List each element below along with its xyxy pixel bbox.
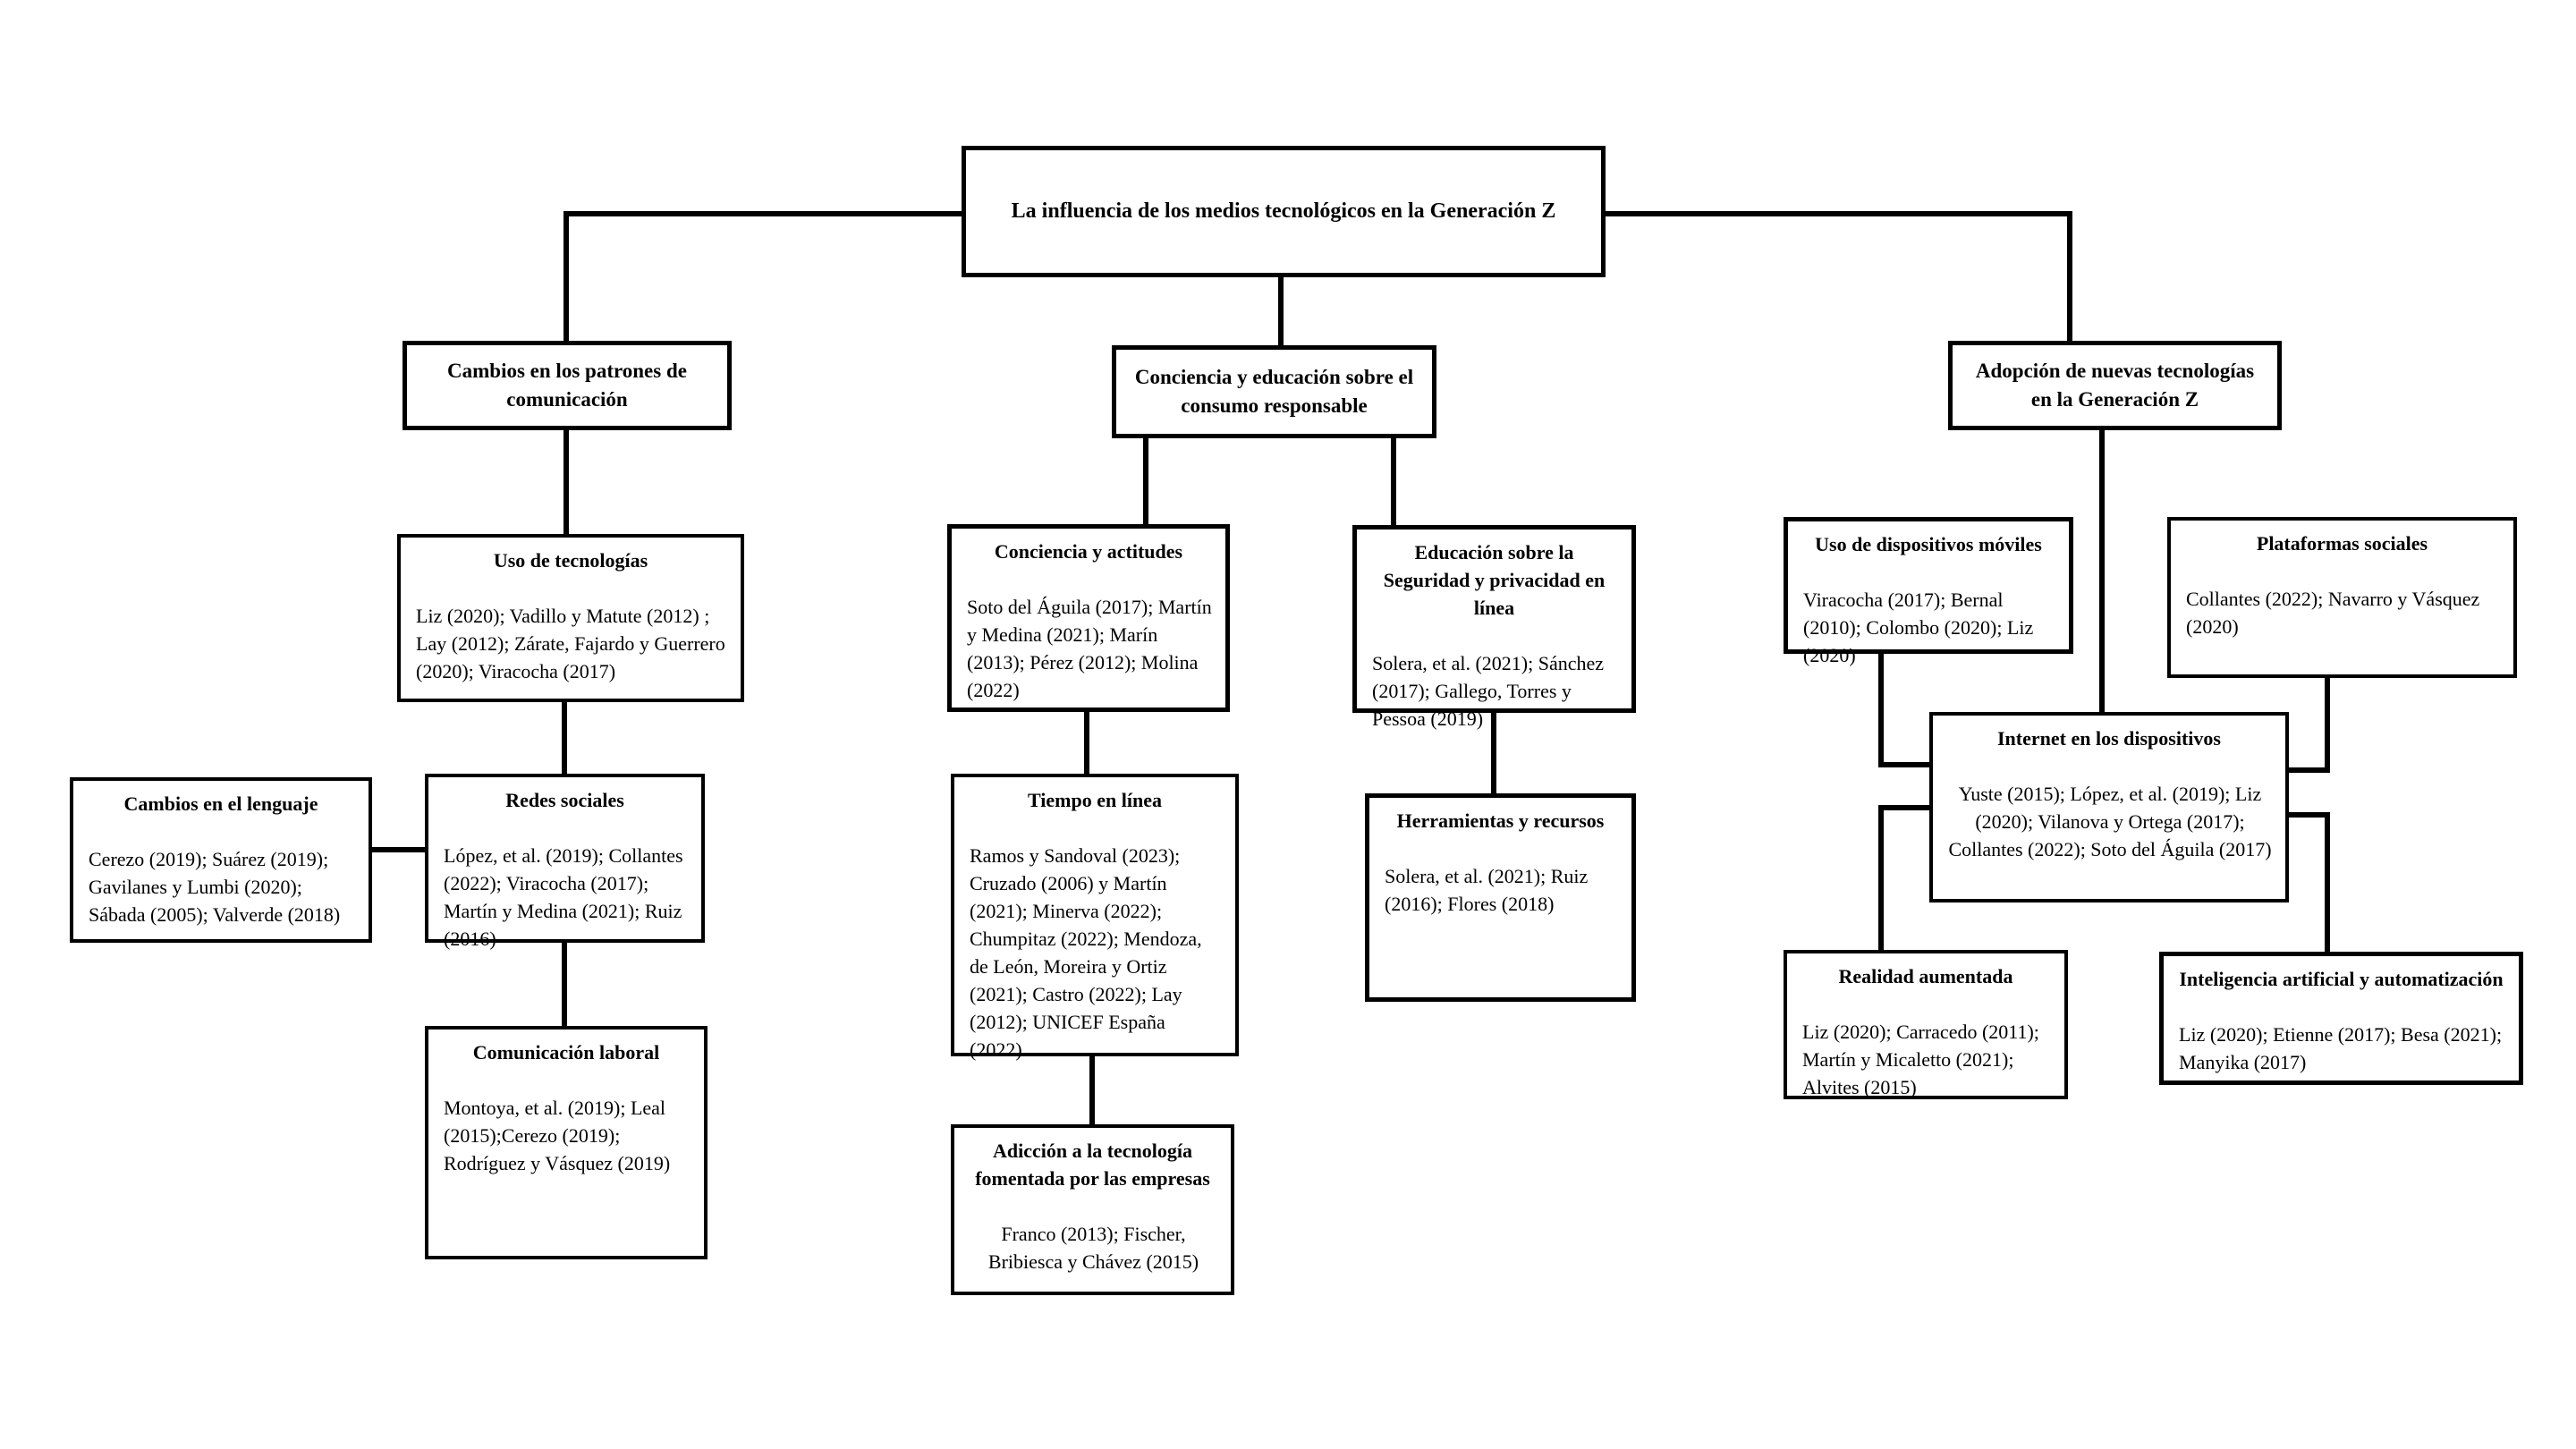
branch-header-label: Cambios en los patrones de comunicación	[447, 360, 687, 411]
connector-lenguaje-to-redes	[369, 847, 428, 852]
connector-title-right-horizontal	[1603, 211, 2072, 216]
node-title: Uso de tecnologías	[493, 549, 648, 572]
node-title: Conciencia y actitudes	[994, 540, 1183, 563]
connector-internet-to-ia-vertical	[2325, 812, 2330, 956]
node-title: Redes sociales	[505, 789, 624, 811]
node-title: Inteligencia artificial y automatización	[2179, 968, 2504, 990]
node-refs: Soto del Águila (2017); Martín y Medina …	[967, 596, 1212, 701]
connector-leftheader-to-uso-tecnologias	[564, 428, 569, 538]
node-title: Uso de dispositivos móviles	[1815, 533, 2042, 555]
node-tiempo-en-linea: Tiempo en línea Ramos y Sandoval (2023);…	[951, 774, 1239, 1061]
node-refs: Liz (2020); Vadillo y Matute (2012) ; La…	[416, 605, 725, 682]
connector-centerheader-to-conciencia	[1143, 435, 1148, 529]
branch-header-adopcion-tecnologias: Adopción de nuevas tecnologías en la Gen…	[1948, 341, 2282, 430]
node-refs: Liz (2020); Etienne (2017); Besa (2021);…	[2179, 1023, 2503, 1073]
node-educacion-seguridad: Educación sobre la Seguridad y privacida…	[1352, 525, 1636, 730]
node-herramientas-recursos: Herramientas y recursos Solera, et al. (…	[1365, 793, 1636, 1002]
branch-header-label: Conciencia y educación sobre el consumo …	[1134, 366, 1414, 417]
node-title: Tiempo en línea	[1028, 789, 1162, 811]
node-refs: Franco (2013); Fischer, Bribiesca y Cháv…	[987, 1223, 1199, 1273]
connector-uso-tecnologias-to-redes	[562, 699, 567, 778]
node-refs: Solera, et al. (2021); Ruiz (2016); Flor…	[1385, 865, 1589, 915]
node-cambios-lenguaje: Cambios en el lenguaje Cerezo (2019); Su…	[70, 777, 372, 943]
connector-plataformas-vertical	[2325, 674, 2330, 773]
connector-conciencia-to-tiempo	[1084, 708, 1089, 778]
node-refs: Montoya, et al. (2019); Leal (2015);Cere…	[444, 1097, 671, 1174]
connector-title-left-horizontal	[564, 211, 964, 216]
connector-internet-to-realidad-vertical	[1878, 805, 1884, 954]
node-refs: Cerezo (2019); Suárez (2019); Gavilanes …	[89, 848, 341, 926]
connector-redes-to-laboral	[562, 939, 567, 1030]
node-refs: Yuste (2015); López, et al. (2019); Liz …	[1948, 783, 2272, 860]
node-title: Adicción a la tecnología fomentada por l…	[975, 1140, 1210, 1190]
connector-centerheader-to-educacion	[1391, 435, 1396, 530]
root-title: La influencia de los medios tecnológicos…	[1011, 199, 1556, 223]
node-uso-dispositivos-moviles: Uso de dispositivos móviles Viracocha (2…	[1784, 517, 2073, 666]
branch-header-label: Adopción de nuevas tecnologías en la Gen…	[1975, 360, 2255, 411]
node-title: Comunicación laboral	[472, 1041, 660, 1063]
node-refs: Liz (2020); Carracedo (2011); Martín y M…	[1802, 1021, 2039, 1098]
node-uso-tecnologias: Uso de tecnologías Liz (2020); Vadillo y…	[397, 534, 744, 702]
node-refs: Collantes (2022); Navarro y Vásquez (202…	[2186, 588, 2480, 638]
branch-header-consumo-responsable: Conciencia y educación sobre el consumo …	[1112, 345, 1436, 438]
connector-internet-to-ia-horizontal	[2283, 812, 2330, 818]
node-refs: Ramos y Sandoval (2023); Cruzado (2006) …	[970, 844, 1202, 1061]
connector-title-right-vertical	[2067, 211, 2072, 345]
node-redes-sociales: Redes sociales López, et al. (2019); Col…	[425, 774, 705, 950]
connector-title-to-center-header	[1278, 273, 1284, 350]
node-realidad-aumentada: Realidad aumentada Liz (2020); Carracedo…	[1784, 950, 2068, 1099]
branch-header-patrones-comunicacion: Cambios en los patrones de comunicación	[402, 341, 732, 430]
node-title: Cambios en el lenguaje	[123, 792, 318, 815]
node-title: Realidad aumentada	[1838, 965, 2013, 987]
node-comunicacion-laboral: Comunicación laboral Montoya, et al. (20…	[425, 1026, 708, 1259]
connector-usomoviles-vertical	[1878, 650, 1884, 767]
connector-usomoviles-horizontal	[1878, 762, 1934, 767]
node-inteligencia-artificial: Inteligencia artificial y automatización…	[2159, 952, 2523, 1085]
node-plataformas-sociales: Plataformas sociales Collantes (2022); N…	[2167, 517, 2517, 678]
connector-rightheader-to-internet	[2099, 427, 2105, 716]
node-internet-dispositivos: Internet en los dispositivos Yuste (2015…	[1929, 712, 2289, 902]
connector-plataformas-horizontal	[2283, 767, 2330, 773]
node-title: Educación sobre la Seguridad y privacida…	[1383, 541, 1606, 619]
connector-tiempo-to-adiccion	[1089, 1053, 1095, 1129]
root-title-box: La influencia de los medios tecnológicos…	[962, 146, 1606, 277]
node-refs: Viracocha (2017); Bernal (2010); Colombo…	[1803, 589, 2034, 666]
node-title: Internet en los dispositivos	[1997, 727, 2221, 750]
node-conciencia-actitudes: Conciencia y actitudes Soto del Águila (…	[947, 524, 1230, 712]
node-title: Herramientas y recursos	[1396, 809, 1605, 832]
node-refs: Solera, et al. (2021); Sánchez (2017); G…	[1372, 652, 1605, 730]
node-refs: López, et al. (2019); Collantes (2022); …	[444, 844, 683, 950]
connector-title-left-vertical	[564, 211, 569, 345]
connector-internet-to-realidad-horizontal	[1878, 805, 1934, 810]
node-adiccion-tecnologia: Adicción a la tecnología fomentada por l…	[951, 1124, 1234, 1295]
node-title: Plataformas sociales	[2256, 532, 2428, 555]
connector-educacion-to-herramientas	[1491, 709, 1496, 798]
